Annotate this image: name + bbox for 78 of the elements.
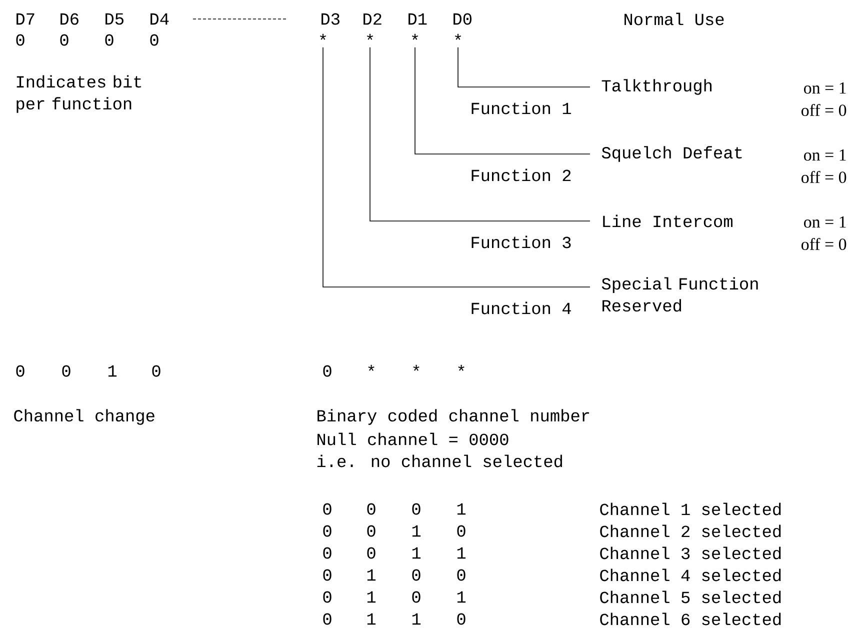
table-cell: 0 (457, 613, 466, 625)
bit-name: D6 (60, 13, 78, 25)
state-text: off = 0 (802, 104, 846, 116)
note-text: Binary coded channel number (318, 409, 590, 425)
bit-value: 0 (152, 365, 160, 377)
bit-value: * (458, 364, 464, 371)
bit-value: * (368, 364, 374, 371)
table-cell: 0 (323, 569, 332, 581)
table-cell: 0 (457, 569, 466, 581)
leader-line (322, 46, 590, 288)
bit-name: D2 (364, 13, 382, 25)
table-cell: 1 (367, 569, 376, 581)
table-cell: Channel 2 selected (600, 524, 781, 538)
function-label: Function 4 (472, 302, 571, 314)
bit-name: D1 (408, 13, 427, 25)
function-name: Talkthrough (602, 79, 712, 95)
bit-value: 0 (60, 34, 68, 46)
leader-line (370, 46, 590, 222)
table-cell: Channel 4 selected (600, 568, 781, 582)
table-cell: 0 (323, 613, 332, 625)
state-text: on = 1 (804, 82, 846, 94)
function-label: Function 3 (472, 236, 571, 248)
table-cell: Channel 5 selected (600, 590, 781, 604)
table-cell: 0 (457, 525, 466, 537)
bit-value: 1 (108, 365, 117, 377)
table-cell: 1 (457, 503, 466, 515)
table-cell: 1 (367, 591, 376, 603)
note-text: Channel change (14, 409, 154, 425)
table-cell: 1 (412, 547, 421, 559)
bit-name: D4 (150, 13, 169, 25)
table-cell: 0 (323, 591, 332, 603)
table-cell: 0 (367, 503, 376, 515)
bit-marker: * (412, 34, 418, 40)
table-cell: 0 (367, 547, 376, 559)
bit-value: 0 (16, 365, 24, 377)
table-cell: 1 (412, 525, 421, 537)
table-cell: 0 (412, 591, 420, 603)
note-text: i.e. no channel selected (317, 454, 562, 468)
state-text: off = 0 (802, 170, 846, 184)
table-cell: 1 (457, 591, 466, 603)
function-label: Function 1 (472, 102, 571, 114)
bit-value: 0 (323, 365, 332, 377)
table-cell: Channel 3 selected (600, 546, 781, 560)
bit-value: 0 (62, 365, 70, 377)
table-cell: 0 (412, 503, 420, 515)
state-text: on = 1 (804, 149, 846, 161)
table-cell: Channel 6 selected (600, 612, 781, 626)
leader-line (458, 46, 590, 88)
bit-value: * (413, 364, 420, 371)
bit-marker: * (320, 34, 326, 40)
note-text: Null channel = 0000 (318, 432, 508, 446)
state-text: off = 0 (802, 238, 846, 250)
bit-value: 0 (150, 34, 158, 46)
bit-name: D7 (16, 13, 34, 25)
table-cell: 0 (323, 503, 332, 515)
table-cell: Channel 1 selected (600, 502, 781, 516)
table-cell: 1 (412, 613, 421, 625)
leader-line (414, 46, 590, 154)
note-text: Indicates bit per function (16, 75, 142, 113)
table-cell: 1 (457, 547, 466, 559)
bit-marker: * (454, 34, 462, 40)
state-text: on = 1 (804, 216, 846, 228)
bit-name: D0 (454, 13, 472, 25)
function-name: Special Function Reserved (602, 277, 758, 312)
table-cell: 0 (367, 525, 376, 537)
function-name: Line Intercom (603, 214, 732, 228)
function-label: Function 2 (472, 168, 571, 182)
bit-name: D3 (322, 13, 340, 25)
bit-value: 0 (16, 34, 24, 46)
bit-value: 0 (105, 34, 114, 46)
bit-marker: * (366, 34, 374, 40)
table-cell: 0 (412, 569, 420, 581)
mode-heading: Normal Use (624, 12, 724, 26)
table-cell: 0 (323, 547, 332, 559)
table-cell: 1 (367, 613, 376, 625)
table-cell: 0 (323, 525, 332, 537)
bit-name: D5 (106, 13, 124, 25)
function-name: Squelch Defeat (602, 146, 742, 162)
